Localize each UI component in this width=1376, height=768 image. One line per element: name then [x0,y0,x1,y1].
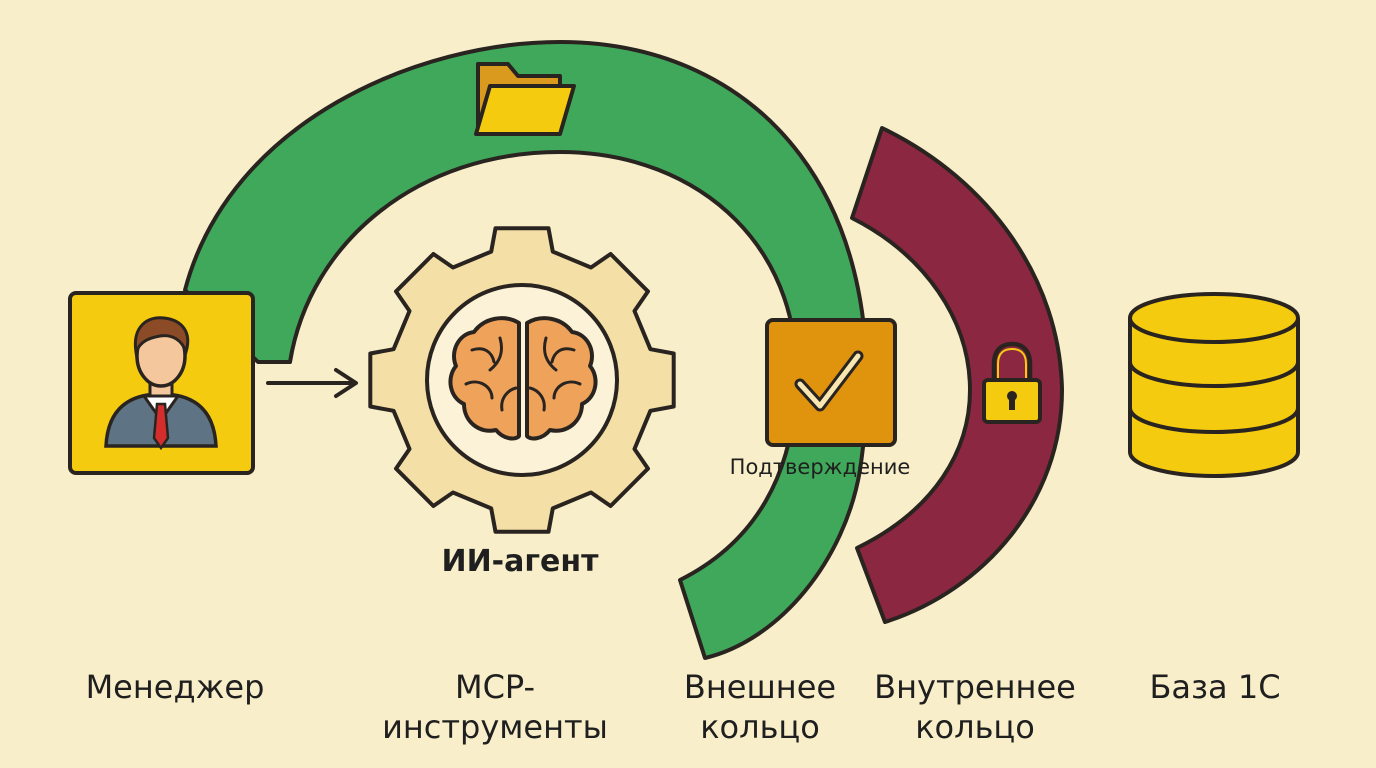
folder-icon [474,62,576,136]
brain-icon [448,316,598,441]
outer-label-line2: кольцо [700,708,820,746]
inner-ring-arc [850,126,1064,624]
agent-label: ИИ-агент [441,544,599,579]
manager-label: Менеджер [60,667,290,707]
gear-brain-icon [368,226,676,534]
arrow-to-agent [266,368,358,398]
outer-label-line1: Внешнее [683,668,837,706]
confirmation-label: Подтверждение [729,455,911,479]
mcp-label-line1: MCP- [454,668,536,706]
inner-label-line1: Внутреннее [874,668,1076,706]
inner-ring-label: Внутреннее кольцо [855,667,1095,747]
mcp-tools-label: MCP- инструменты [365,667,625,747]
checkmark-icon [765,318,897,447]
database-icon [1128,292,1300,478]
outer-ring-label: Внешнее кольцо [660,667,860,747]
mcp-label-line2: инструменты [382,708,608,746]
database-label: База 1С [1115,667,1315,707]
database-label-text: База 1С [1149,668,1281,706]
lock-icon [982,341,1042,424]
manager-label-text: Менеджер [85,668,265,706]
manager-icon [68,291,255,475]
inner-label-line2: кольцо [915,708,1035,746]
outer-ring-arc [183,40,869,660]
